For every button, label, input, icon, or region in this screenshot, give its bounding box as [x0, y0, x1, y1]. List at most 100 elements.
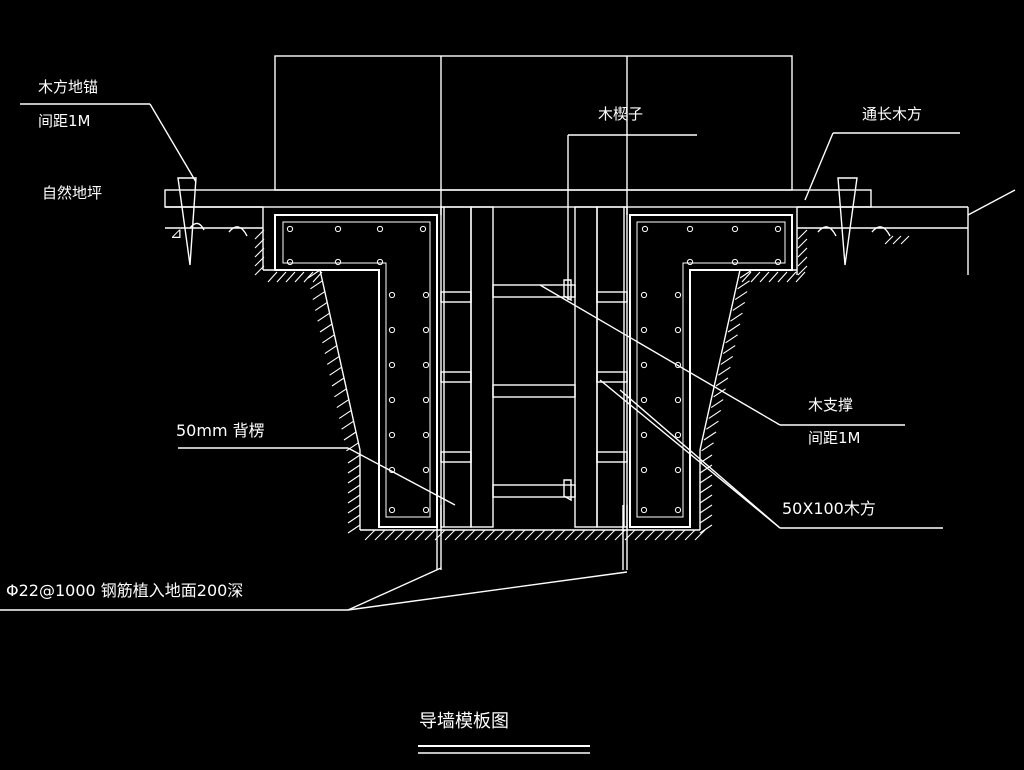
- hatch-mark: [347, 454, 361, 464]
- hatch-mark: [504, 529, 516, 541]
- natural-ground-label: 自然地坪: [42, 184, 102, 202]
- rebar-dot: [674, 361, 682, 369]
- hatch-mark: [324, 345, 338, 355]
- right-guide-wall: [629, 214, 793, 528]
- rebar-dot: [731, 225, 739, 233]
- hatch-mark: [706, 420, 719, 430]
- rebar-dot: [640, 396, 648, 404]
- hatch-mark: [434, 529, 446, 541]
- hatch-mark: [317, 312, 330, 322]
- leader-lines: [0, 103, 1016, 611]
- hatch-mark: [797, 229, 808, 240]
- hatch-mark: [725, 334, 738, 344]
- hatch-mark: [285, 271, 296, 283]
- hatch-mark: [604, 529, 616, 541]
- left-guide-wall: [274, 214, 438, 528]
- hatch-mark: [722, 345, 736, 355]
- hatch-mark: [341, 420, 354, 430]
- hatch-mark: [699, 504, 713, 514]
- hatch-mark: [699, 514, 713, 524]
- hatch-mark: [664, 529, 676, 541]
- hatch-mark: [699, 494, 713, 504]
- rebar-dot: [419, 225, 427, 233]
- hatch-mark: [404, 529, 416, 541]
- rebar-dot: [422, 466, 430, 474]
- drawing-title: 导墙模板图: [419, 711, 509, 732]
- hatch-mark: [797, 256, 808, 267]
- hatch-mark: [750, 271, 761, 283]
- hatch-mark: [444, 529, 456, 541]
- soil-hatching: [254, 229, 910, 541]
- hatch-mark: [347, 504, 361, 514]
- hatch-mark: [892, 235, 902, 245]
- strut-spacing-label: 间距1M: [808, 429, 861, 447]
- hatch-mark: [364, 529, 376, 541]
- hatch-mark: [394, 529, 406, 541]
- anchor-spacing-label: 间距1M: [38, 112, 91, 130]
- hatch-mark: [374, 529, 386, 541]
- rebar-dot: [674, 291, 682, 299]
- hatch-mark: [347, 494, 361, 504]
- hatch-mark: [267, 271, 278, 283]
- hatch-mark: [699, 474, 713, 484]
- rebar-dot: [388, 431, 396, 439]
- hatch-mark: [737, 280, 750, 290]
- hatch-mark: [424, 529, 436, 541]
- svg-text:⊿: ⊿: [170, 224, 183, 242]
- rebar-dot: [674, 396, 682, 404]
- hatch-mark: [307, 269, 321, 279]
- hatch-mark: [534, 529, 546, 541]
- hatch-mark: [294, 271, 305, 283]
- rebar-dot: [422, 506, 430, 514]
- hatch-mark: [699, 484, 713, 494]
- rebar-dot: [774, 225, 782, 233]
- hatch-mark: [684, 529, 696, 541]
- hatch-mark: [699, 524, 713, 534]
- hatch-mark: [312, 291, 326, 301]
- hatch-mark: [254, 265, 265, 276]
- hatch-mark: [732, 301, 746, 311]
- rebar-dot: [286, 225, 294, 233]
- hatch-mark: [329, 366, 342, 376]
- hatch-mark: [343, 431, 357, 441]
- hatch-mark: [584, 529, 596, 541]
- rebar-dot: [388, 361, 396, 369]
- wooden-wedges: [563, 279, 572, 502]
- excavation-outline: [262, 228, 797, 531]
- hatch-mark: [730, 312, 743, 322]
- long-timber-label: 通长木方: [862, 105, 922, 123]
- hatch-mark: [464, 529, 476, 541]
- hatch-mark: [331, 377, 345, 387]
- hatch-mark: [334, 388, 347, 398]
- hatch-mark: [322, 334, 335, 344]
- rebar-dot: [422, 291, 430, 299]
- hatch-mark: [654, 529, 666, 541]
- rebar-dot: [388, 291, 396, 299]
- hatch-mark: [484, 529, 496, 541]
- hatch-mark: [710, 399, 724, 409]
- hatch-mark: [414, 529, 426, 541]
- hatch-mark: [777, 271, 788, 283]
- hatch-mark: [554, 529, 566, 541]
- upper-formwork-frame: [274, 55, 793, 215]
- hatch-mark: [734, 291, 748, 301]
- hatch-mark: [624, 529, 636, 541]
- hatch-mark: [768, 271, 779, 283]
- hatch-mark: [727, 323, 741, 333]
- long-timber-plank: [164, 189, 872, 208]
- hatch-mark: [644, 529, 656, 541]
- hatch-mark: [713, 388, 726, 398]
- hatch-mark: [524, 529, 536, 541]
- rebar-dot: [334, 258, 342, 266]
- rebar-dot: [640, 326, 648, 334]
- hatch-mark: [701, 442, 714, 452]
- hatch-mark: [454, 529, 466, 541]
- rebar-dot: [674, 466, 682, 474]
- strut-label: 木支撑: [808, 396, 853, 414]
- hatch-mark: [303, 271, 314, 283]
- hatch-mark: [494, 529, 506, 541]
- anchor-label: 木方地锚: [38, 78, 98, 96]
- hatch-mark: [703, 431, 717, 441]
- rebar-dot: [686, 258, 694, 266]
